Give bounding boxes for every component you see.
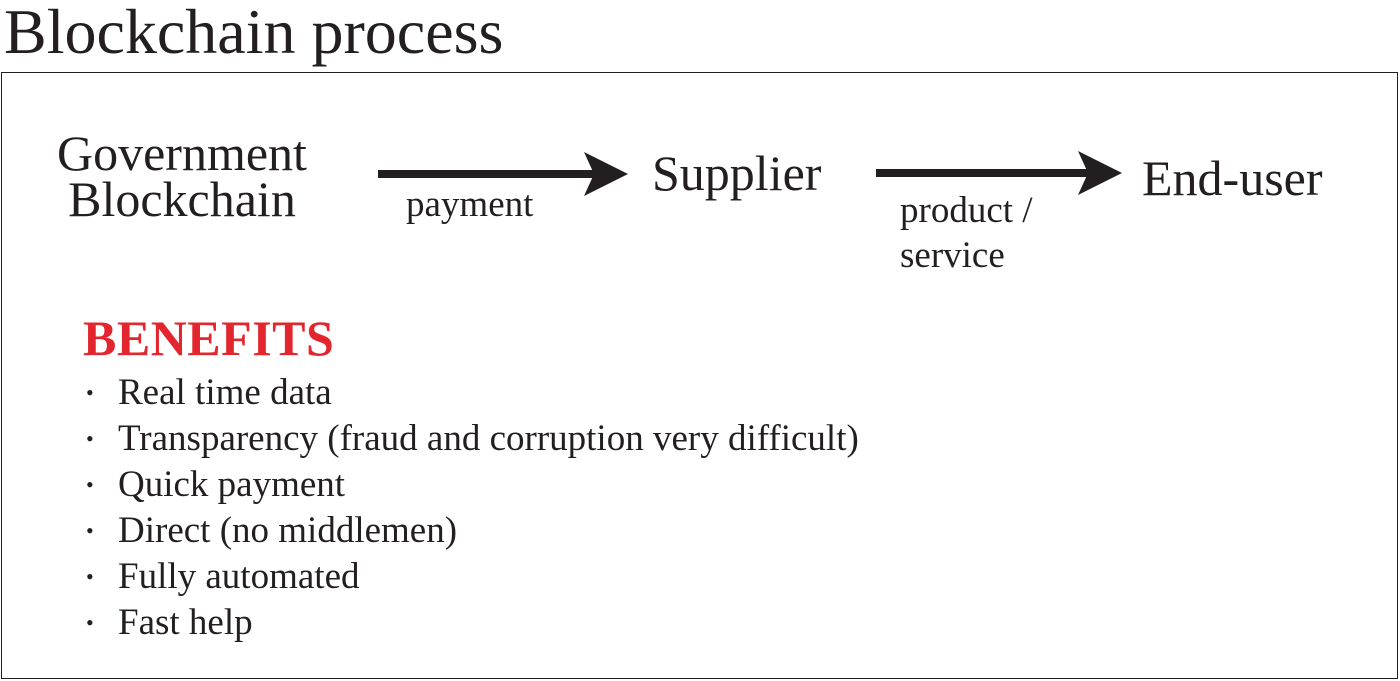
bullet-icon: • [86,564,94,589]
benefit-text: Quick payment [118,464,346,505]
diagram-frame [1,72,1398,679]
page-title: Blockchain process [4,0,504,67]
bullet-icon: • [86,426,94,451]
node-end-user: End-user [1142,150,1323,206]
bullet-icon: • [86,380,94,405]
benefit-text: Fast help [118,602,253,643]
benefit-item: • Transparency (fraud and corruption ver… [80,416,859,462]
benefit-text: Fully automated [118,556,360,597]
bullet-icon: • [86,472,94,497]
node-blockchain-line: Blockchain [68,171,296,227]
benefit-text: Real time data [118,372,332,413]
edge-label-payment: payment [406,184,534,225]
benefits-heading: BENEFITS [83,310,335,366]
benefit-item: • Quick payment [80,462,859,508]
node-government-blockchain: Government Blockchain [57,125,307,227]
bullet-icon: • [86,610,94,635]
benefit-item: • Direct (no middlemen) [80,508,859,554]
node-supplier: Supplier [652,145,822,201]
benefit-text: Direct (no middlemen) [118,510,458,551]
node-government-line: Government [57,125,307,181]
benefit-item: • Fully automated [80,554,859,600]
benefits-list: • Real time data • Transparency (fraud a… [80,370,859,646]
benefit-item: • Real time data [80,370,859,416]
benefit-item: • Fast help [80,600,859,646]
edge-label-product-line: product / [900,190,1033,231]
edge-label-service-line: service [900,235,1005,276]
bullet-icon: • [86,518,94,543]
edge-label-product-service: product / service [900,188,1033,278]
benefit-text: Transparency (fraud and corruption very … [118,418,859,459]
